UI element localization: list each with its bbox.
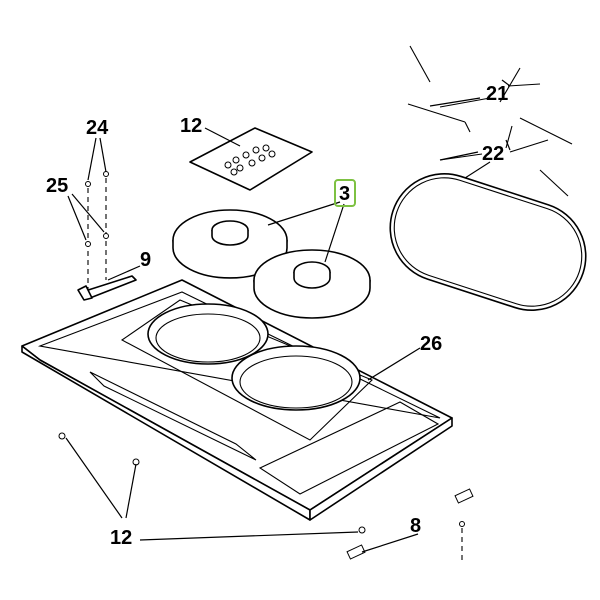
svg-text:9: 9 [140, 249, 151, 271]
main-tray[interactable] [21, 279, 453, 521]
callout-3: 3 [334, 179, 356, 207]
hardware-bag[interactable] [189, 127, 313, 191]
lever-part[interactable] [77, 275, 137, 301]
svg-text:12: 12 [110, 527, 132, 549]
callout-22: 22 [482, 143, 504, 165]
svg-text:12: 12 [180, 115, 202, 137]
callout-25: 25 [46, 175, 68, 197]
nuts-bottom[interactable] [58, 432, 366, 534]
callout-24: 24 [86, 117, 109, 139]
cover-lower[interactable] [253, 249, 371, 319]
svg-text:22: 22 [482, 143, 504, 165]
tray-opening-right[interactable] [231, 345, 361, 411]
leader-lines [65, 79, 511, 553]
callout-12-bottom: 12 [110, 527, 132, 549]
bolts-24-25[interactable] [85, 171, 109, 291]
bag-nuts [224, 144, 276, 176]
callout-26: 26 [420, 333, 442, 355]
svg-text:3: 3 [339, 183, 350, 205]
clips-8[interactable] [346, 488, 474, 560]
svg-text:26: 26 [420, 333, 442, 355]
svg-text:8: 8 [410, 515, 421, 537]
callout-12-top: 12 [180, 115, 202, 137]
callout-21: 21 [486, 83, 508, 105]
tray-opening-left[interactable] [147, 303, 269, 365]
gasket-ring[interactable] [376, 160, 600, 325]
callout-9: 9 [140, 249, 151, 271]
callout-8: 8 [410, 515, 421, 537]
screws-21[interactable] [407, 45, 573, 145]
svg-text:24: 24 [86, 117, 109, 139]
svg-text:25: 25 [46, 175, 68, 197]
svg-text:21: 21 [486, 83, 508, 105]
